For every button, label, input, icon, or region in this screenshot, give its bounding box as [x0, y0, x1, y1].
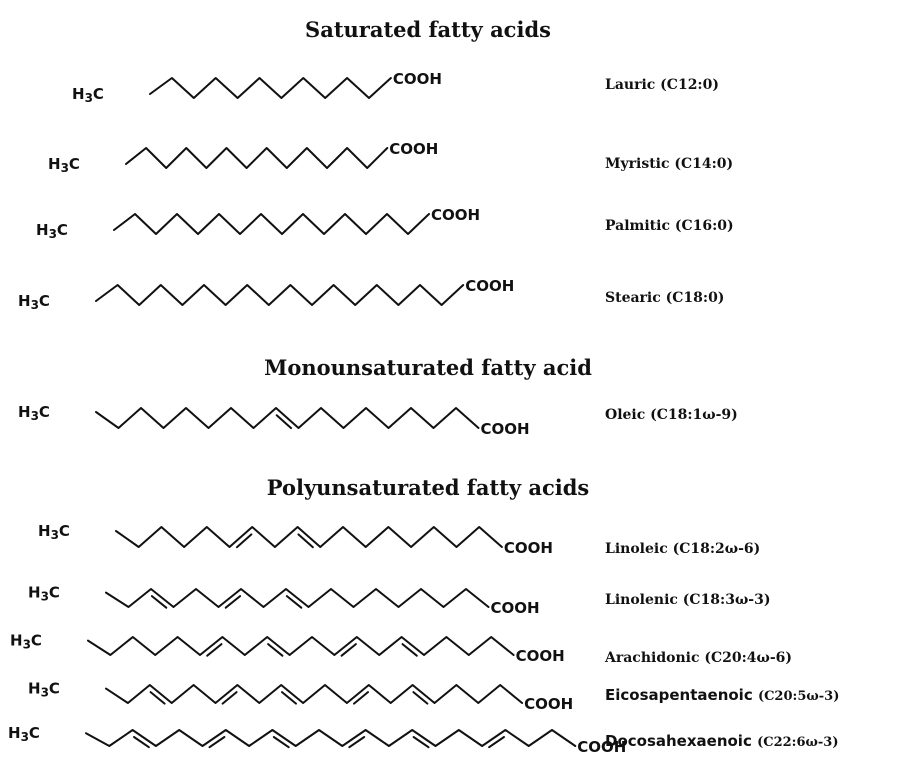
double-bond-4	[353, 691, 369, 705]
carbon-chain	[87, 636, 515, 656]
molecule-lauric: H3C COOH Lauric (C12:0)	[72, 70, 719, 105]
carbon-chain	[95, 284, 465, 306]
fatty-acid-name: Oleic (C18:1ω-9)	[605, 407, 738, 423]
molecule-linolenic: H3C COOH Linolenic (C18:3ω-3)	[28, 584, 770, 617]
double-bond-1	[149, 691, 166, 705]
double-bond-4	[401, 643, 418, 657]
methyl-label: H3C	[28, 680, 60, 700]
methyl-label: H3C	[38, 522, 70, 542]
fatty-acid-name: Eicosapentaenoic (C20:5ω-3)	[605, 686, 839, 704]
carbon-chain	[105, 684, 524, 704]
methyl-label: H3C	[36, 221, 68, 241]
fatty-acid-name: Docosahexaenoic (C22:6ω-3)	[605, 732, 838, 750]
methyl-label: H3C	[28, 584, 60, 604]
methyl-label: H3C	[10, 632, 42, 652]
double-bond-1	[150, 595, 168, 609]
molecule-eicosapentaenoic: H3C COOH Eicosapentaenoic (C20:5ω-3)	[28, 680, 839, 713]
double-bond-3	[272, 736, 290, 749]
double-bond-1	[206, 643, 223, 657]
fatty-acid-name: Lauric (C12:0)	[605, 77, 719, 93]
double-bond-2	[267, 643, 284, 657]
molecule-stearic: H3C COOH Stearic (C18:0)	[18, 277, 724, 312]
double-bond-2	[221, 691, 238, 705]
carboxyl-label: COOH	[577, 738, 626, 756]
methyl-label: H3C	[18, 403, 50, 423]
carbon-chain	[125, 147, 389, 169]
carbon-chain	[85, 729, 577, 747]
fatty-acid-name: Myristic (C14:0)	[605, 156, 733, 172]
methyl-label: H3C	[48, 155, 80, 175]
fatty-acid-name: Arachidonic (C20:4ω-6)	[604, 650, 792, 666]
section-title-monounsaturated: Monounsaturated fatty acid	[264, 355, 592, 380]
double-bond-3	[285, 595, 303, 609]
section-title-saturated: Saturated fatty acids	[305, 17, 551, 42]
molecule-oleic: H3C COOH Oleic (C18:1ω-9)	[18, 403, 738, 438]
molecule-arachidonic: H3C COOH Arachidonic (C20:4ω-6)	[10, 632, 792, 666]
carboxyl-label: COOH	[491, 599, 540, 617]
carboxyl-label: COOH	[389, 140, 438, 158]
double-bond-5	[412, 691, 429, 705]
carbon-chain	[105, 588, 490, 608]
fatty-acid-name: Stearic (C18:0)	[605, 290, 724, 306]
carboxyl-label: COOH	[481, 420, 530, 438]
methyl-label: H3C	[72, 85, 104, 105]
double-bond-2	[297, 533, 314, 549]
carboxyl-label: COOH	[465, 277, 514, 295]
methyl-label: H3C	[8, 724, 40, 744]
double-bond-3	[340, 643, 357, 657]
carboxyl-label: COOH	[504, 539, 553, 557]
carboxyl-label: COOH	[431, 206, 480, 224]
double-bond-2	[208, 736, 226, 749]
carbon-chain	[115, 526, 503, 548]
fatty-acid-name: Palmitic (C16:0)	[605, 218, 734, 234]
section-title-polyunsaturated: Polyunsaturated fatty acids	[267, 475, 590, 500]
carbon-chain	[95, 407, 480, 429]
double-bond-1	[133, 736, 150, 749]
carboxyl-label: COOH	[516, 647, 565, 665]
molecule-list: H3C COOH Lauric (C12:0) H3C COOH Myristic (C1…	[8, 70, 839, 756]
molecule-myristic: H3C COOH Myristic (C14:0)	[48, 140, 733, 175]
carbon-chain	[113, 213, 430, 235]
methyl-label: H3C	[18, 292, 50, 312]
double-bond-1	[235, 533, 253, 549]
fatty-acid-name: Linolenic (C18:3ω-3)	[605, 592, 770, 608]
carbon-chain	[149, 77, 392, 99]
double-bond-2	[224, 595, 242, 609]
double-bond-3	[281, 691, 297, 705]
carboxyl-label: COOH	[393, 70, 442, 88]
carboxyl-label: COOH	[524, 695, 573, 713]
molecule-linoleic: H3C COOH Linoleic (C18:2ω-6)	[38, 522, 760, 557]
double-bond-6	[488, 736, 505, 749]
double-bond-5	[412, 736, 430, 749]
fatty-acid-name: Linoleic (C18:2ω-6)	[605, 541, 760, 557]
double-bond-4	[348, 736, 366, 749]
molecule-palmitic: H3C COOH Palmitic (C16:0)	[36, 206, 734, 241]
double-bond-1	[275, 414, 293, 430]
